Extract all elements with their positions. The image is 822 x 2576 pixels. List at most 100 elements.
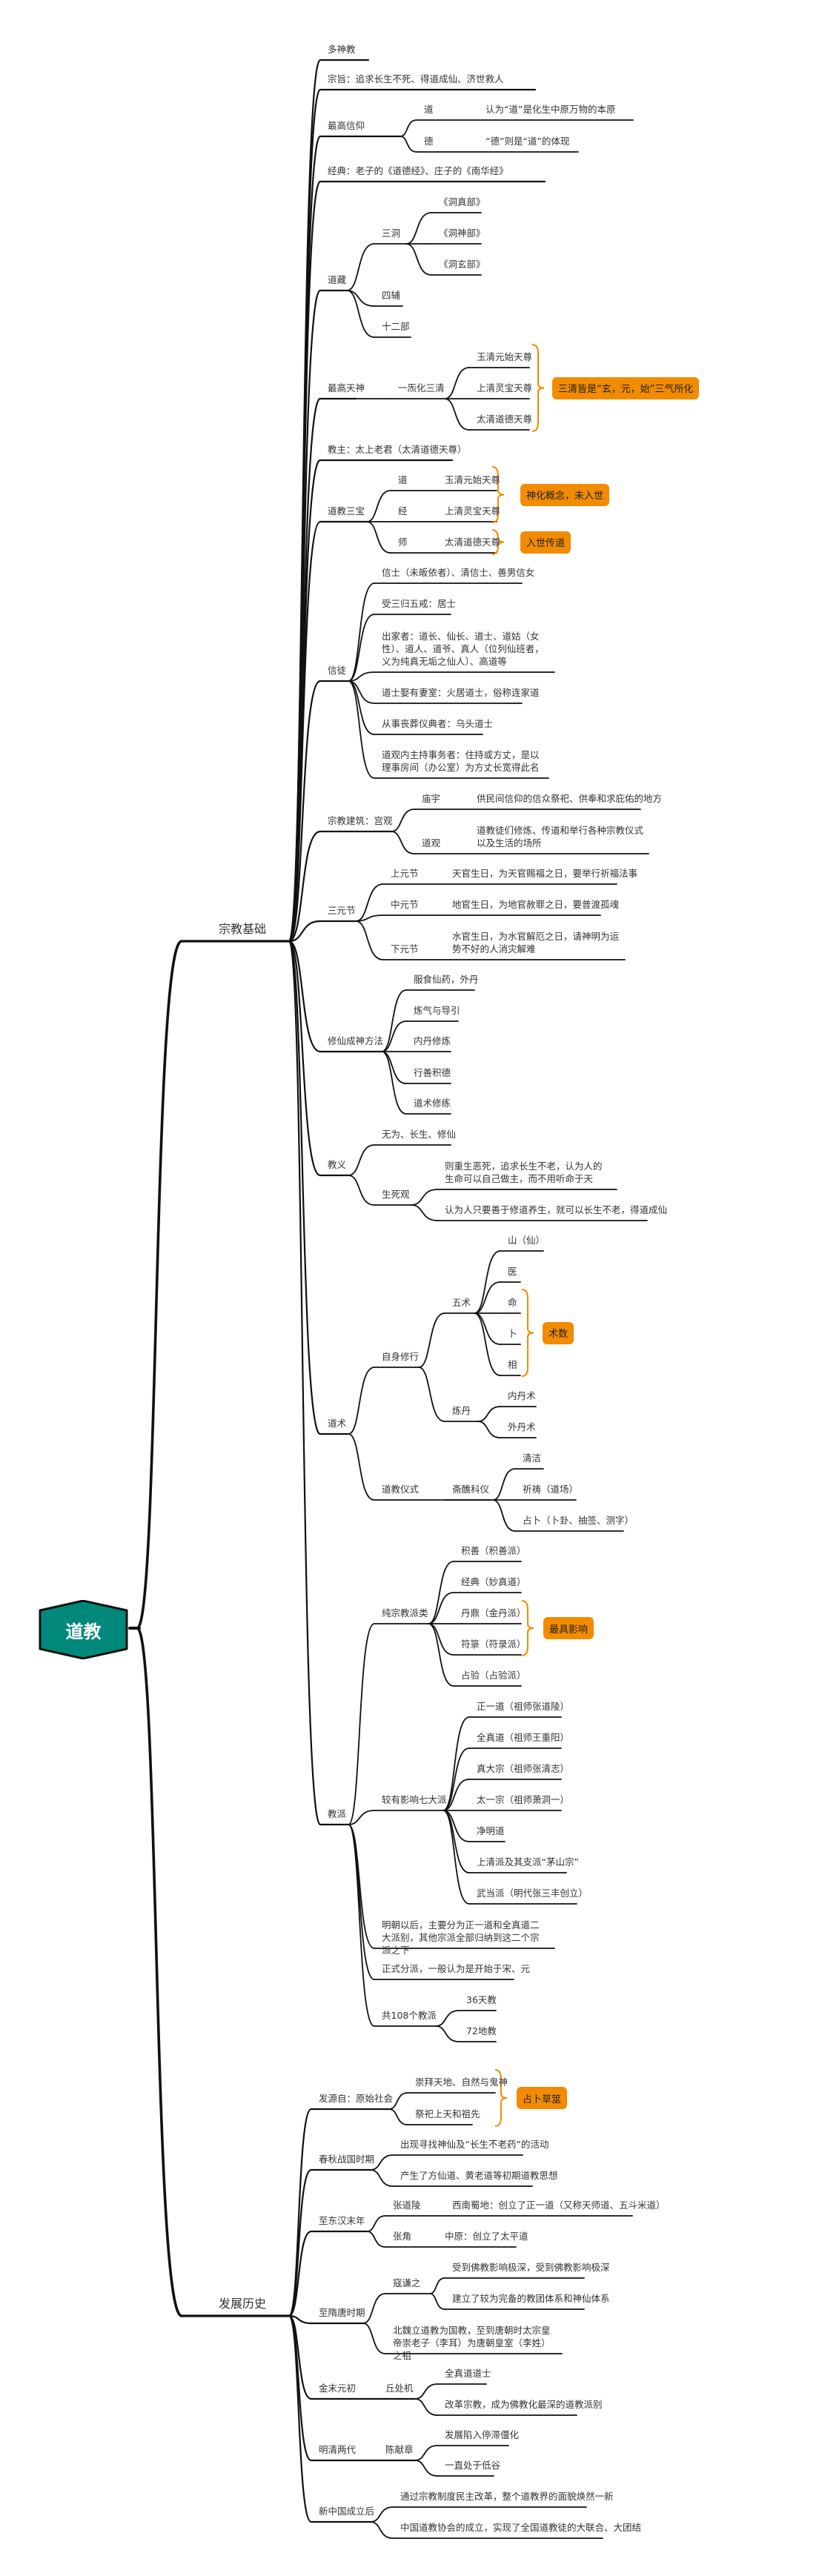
node-label[interactable]: 服食仙药，外丹 [414,974,479,985]
node-label[interactable]: 中国道教协会的成立，实现了全国道教徒的大联合、大团结 [400,2522,642,2533]
node-label[interactable]: 道术 [328,1418,347,1429]
node-label[interactable]: 师 [398,537,408,548]
node-label[interactable]: 出家者：道长、仙长、道士、道姑（女性）、道人、道爷、真人（位列仙班者，义为纯真无… [382,631,544,667]
node-label[interactable]: 丹鼎（金丹派） [461,1607,526,1619]
node-description[interactable]: 上清灵宝天尊 [445,505,501,517]
node-label[interactable]: 《洞神部》 [439,228,485,239]
node-label[interactable]: 改革宗教，成为佛教化最深的道教派别 [445,2399,603,2410]
node-label[interactable]: 发源自：原始社会 [319,2093,394,2104]
node-label[interactable]: 张角 [393,2231,412,2242]
node-description[interactable]: 供民间信仰的信众祭祀、供奉和求庇佑的地方 [477,793,663,804]
node-label[interactable]: 行善积德 [414,1067,451,1078]
summary-tag[interactable]: 神化概念，未入世 [520,483,610,506]
node-label[interactable]: 卜 [508,1328,517,1339]
summary-tag[interactable]: 三清皆是“玄，元，始”三气所化 [552,376,700,399]
node-description[interactable]: 认为“道”是化生中原万物的本原 [485,104,616,115]
node-label[interactable]: 明清两代 [319,2444,357,2455]
node-label[interactable]: 道士娶有妻室：火居道士，俗称连家道 [382,687,540,698]
node-label[interactable]: 教义 [328,1159,347,1170]
node-label[interactable]: 自身修行 [382,1351,420,1362]
node-label[interactable]: 道观内主持事务者：住持或方丈，是以理事房间（办公室）为方丈长宽得此名 [382,749,540,773]
node-label[interactable]: 无为、长生、修仙 [382,1129,457,1140]
node-label[interactable]: 教派 [328,1808,347,1819]
node-label[interactable]: 太清道德天尊 [477,414,533,425]
node-label[interactable]: 最高天神 [328,382,365,394]
node-description[interactable]: 道教徒们修炼、传道和举行各种宗教仪式以及生活的场所 [477,825,644,849]
node-label[interactable]: 一炁化三清 [398,382,445,394]
node-label[interactable]: 一直处于低谷 [445,2460,501,2471]
node-label[interactable]: 内丹术 [508,1390,536,1401]
node-label[interactable]: 道观 [422,837,441,849]
node-description[interactable]: 玉清元始天尊 [445,474,501,485]
node-label[interactable]: 正一道（祖师张道陵） [477,1701,570,1712]
node-label[interactable]: 内丹修炼 [414,1035,451,1046]
node-label[interactable]: 道教三宝 [328,505,365,517]
node-label[interactable]: 产生了方仙道、黄老道等初期道教思想 [400,2170,558,2181]
node-label[interactable]: 受到佛教影响极深，受到佛教影响极深 [452,2262,610,2273]
node-label[interactable]: 则重生恶死，追求长生不老，认为人的生命可以自己做主，而不用听命于天 [445,1161,603,1184]
node-label[interactable]: 北魏立道教为国教，至到唐朝时太宗皇帝崇老子（李耳）为唐朝皇室（李姓）之祖 [393,2325,551,2361]
node-description[interactable]: “德”则是“道”的体现 [485,136,570,147]
node-label[interactable]: 受三归五戒：居士 [382,598,457,609]
node-label[interactable]: 积善（积善派） [461,1545,526,1556]
node-label[interactable]: 丘处机 [385,2383,414,2394]
node-label[interactable]: 金末元初 [319,2383,357,2394]
node-label[interactable]: 《洞玄部》 [439,259,485,270]
node-label[interactable]: 真大宗（祖师张清志） [477,1763,570,1774]
node-description[interactable]: 水官生日，为水官解厄之日，请神明为运势不好的人消灾解难 [452,931,620,955]
node-label[interactable]: 多神教 [328,44,356,55]
node-label[interactable]: 至东汉末年 [319,2215,365,2226]
node-description[interactable]: 中原：创立了太平道 [445,2231,528,2242]
node-label[interactable]: 符箓（符录派） [461,1639,526,1650]
node-label[interactable]: 宗旨：追求长生不死、得道成仙、济世救人 [328,73,504,84]
node-label[interactable]: 教主：太上老君（太清道德天尊） [328,444,467,455]
node-label[interactable]: 发展陷入停滞僵化 [445,2429,520,2440]
node-label[interactable]: 修仙成神方法 [328,1035,384,1046]
node-label[interactable]: 武当派（明代张三丰创立） [477,1888,589,1899]
summary-tag[interactable]: 入世传道 [520,531,571,554]
node-label[interactable]: 张道陵 [393,2200,421,2211]
node-label[interactable]: 至隋唐时期 [319,2307,365,2318]
node-label[interactable]: 信徒 [328,665,347,676]
node-label[interactable]: 72地教 [466,2025,497,2036]
main-branch-label[interactable]: 宗教基础 [219,922,267,936]
node-label[interactable]: 祈祷（道场） [523,1484,579,1495]
node-label[interactable]: 经 [398,505,408,517]
main-branch-label[interactable]: 发展历史 [219,2297,267,2311]
node-label[interactable]: 最高信仰 [328,120,365,131]
node-label[interactable]: 道 [398,474,408,485]
node-label[interactable]: 三洞 [382,228,401,239]
node-label[interactable]: 五术 [452,1297,471,1308]
node-label[interactable]: 外丹术 [508,1421,536,1433]
node-description[interactable]: 地官生日，为地官赦罪之日，要普渡孤魂 [452,899,620,910]
node-label[interactable]: 道教仪式 [382,1484,420,1495]
node-label[interactable]: 中元节 [391,899,419,910]
node-label[interactable]: 庙宇 [422,793,441,804]
node-label[interactable]: 陈献章 [385,2444,414,2455]
node-label[interactable]: 全真道道士 [445,2368,491,2379]
node-label[interactable]: 上清派及其支派“茅山宗” [477,1856,579,1868]
node-label[interactable]: 信士（未皈依者）、清信士、善男信女 [382,567,535,578]
node-label[interactable]: 清洁 [523,1453,542,1464]
node-label[interactable]: 生死观 [382,1189,410,1200]
node-label[interactable]: 建立了较为完备的教团体系和神仙体系 [452,2293,610,2304]
node-label[interactable]: 上清灵宝天尊 [477,382,533,394]
node-label[interactable]: 斋醮科仪 [452,1484,490,1495]
summary-tag[interactable]: 术数 [543,1321,574,1344]
node-label[interactable]: 新中国成立后 [319,2506,375,2517]
node-label[interactable]: 十二部 [382,321,410,332]
node-label[interactable]: 命 [508,1297,517,1308]
node-label[interactable]: 《洞真部》 [439,196,485,208]
node-label[interactable]: 道 [424,104,434,115]
node-description[interactable]: 太清道德天尊 [445,537,501,548]
node-description[interactable]: 天官生日，为天官赐福之日，要举行祈福法事 [452,868,638,879]
node-label[interactable]: 从事丧葬仪典者：乌头道士 [382,718,494,729]
root-node[interactable]: 道教 [65,1621,102,1642]
node-label[interactable]: 道藏 [328,274,347,285]
node-label[interactable]: 经典：老子的《道德经》、庄子的《南华经》 [328,165,508,176]
node-label[interactable]: 认为人只要善于修道养生，就可以长生不老，得道成仙 [445,1204,668,1215]
node-label[interactable]: 三元节 [328,905,356,916]
node-label[interactable]: 崇拜天地、自然与鬼神 [415,2077,508,2088]
node-label[interactable]: 通过宗教制度民主改革，整个道教界的面貌焕然一新 [400,2491,614,2502]
node-label[interactable]: 共108个教派 [382,2010,437,2021]
